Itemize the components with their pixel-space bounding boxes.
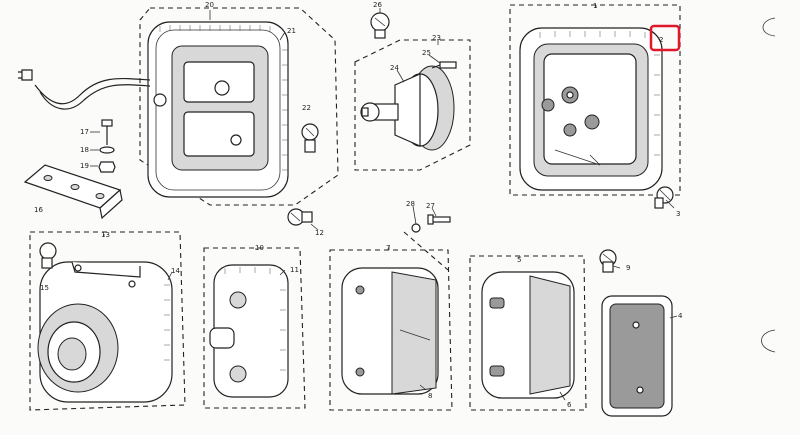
- callout-2: 2: [659, 36, 663, 44]
- edge-mark-bottom: [761, 329, 776, 353]
- callout-5: 5: [517, 256, 521, 264]
- callout-9: 9: [626, 264, 630, 272]
- callout-12: 12: [315, 229, 324, 237]
- callout-28: 28: [406, 200, 415, 208]
- callout-24: 24: [390, 64, 399, 72]
- leader-lines: [103, 5, 678, 401]
- group-13-round-lamp: [29, 231, 186, 411]
- callout-4: 4: [678, 312, 683, 320]
- callout-1: 1: [593, 2, 597, 10]
- edge-mark-top: [762, 17, 776, 37]
- callout-18: 18: [80, 146, 89, 154]
- callout-21: 21: [287, 27, 296, 35]
- callout-8: 8: [428, 392, 432, 400]
- group-10-lamp: [203, 247, 306, 409]
- lens-4: [601, 295, 673, 417]
- highlight-box: [649, 24, 681, 52]
- callout-19: 19: [80, 162, 89, 170]
- callout-3: 3: [676, 210, 680, 218]
- callout-23: 23: [432, 34, 441, 42]
- callout-17: 17: [80, 128, 89, 136]
- callout-6: 6: [567, 401, 572, 409]
- group-20-housing: [18, 7, 339, 206]
- callout-11: 11: [290, 266, 299, 274]
- callout-26: 26: [373, 1, 382, 9]
- bulb-9: [599, 249, 617, 273]
- callout-13: 13: [101, 231, 110, 239]
- callout-20: 20: [205, 1, 214, 9]
- callout-16: 16: [34, 206, 43, 214]
- callout-labels: 1 2 3 4 5 6 7 8 9 10 11 12 13 14 15 16 1…: [34, 1, 683, 409]
- callout-22: 22: [302, 104, 311, 112]
- callout-15: 15: [40, 284, 49, 292]
- group-7-lamp: [329, 249, 453, 411]
- group-1-lamp-front: [509, 4, 681, 209]
- group-5-lamp: [469, 255, 587, 411]
- callout-7: 7: [386, 244, 390, 252]
- callout-25: 25: [422, 49, 431, 57]
- bulb-22: [301, 123, 319, 153]
- bracket-16: [23, 164, 123, 220]
- screws-27-28: [403, 214, 451, 271]
- callout-10: 10: [255, 244, 264, 252]
- fasteners-17-19: [90, 119, 116, 173]
- bulb-12: [287, 208, 319, 231]
- callout-27: 27: [426, 202, 435, 210]
- group-23-lampholder: [354, 12, 471, 171]
- callout-14: 14: [171, 267, 180, 275]
